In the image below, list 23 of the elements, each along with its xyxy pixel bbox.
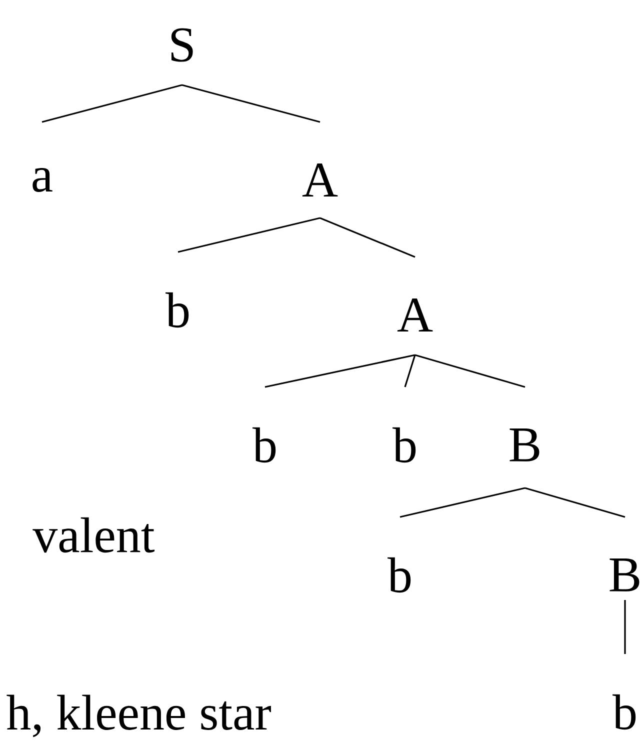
text-fragment: h, kleene star xyxy=(6,694,271,738)
tree-branch xyxy=(414,354,526,388)
tree-branch xyxy=(264,354,416,388)
tree-symbol: A xyxy=(397,298,433,332)
tree-symbol: b xyxy=(612,694,636,730)
tree-branch xyxy=(404,354,416,388)
tree-branch xyxy=(42,84,182,123)
tree-symbol: b xyxy=(392,427,416,463)
tree-symbol: A xyxy=(302,163,338,196)
tree-symbol: B xyxy=(610,558,640,592)
tree-branch xyxy=(182,84,320,123)
tree-symbol: B xyxy=(510,428,540,462)
tree-symbol: S xyxy=(171,28,193,62)
tree-symbol: b xyxy=(388,557,411,593)
tree-symbol: a xyxy=(32,168,52,192)
tree-symbol: b xyxy=(166,292,189,328)
tree-branch xyxy=(320,217,416,258)
tree-branch xyxy=(624,600,626,654)
tree-symbol: b xyxy=(252,427,276,463)
tree-branch xyxy=(178,217,320,253)
tree-branch xyxy=(524,487,626,518)
tree-branch xyxy=(400,487,526,518)
text-fragment: valent xyxy=(32,517,155,553)
